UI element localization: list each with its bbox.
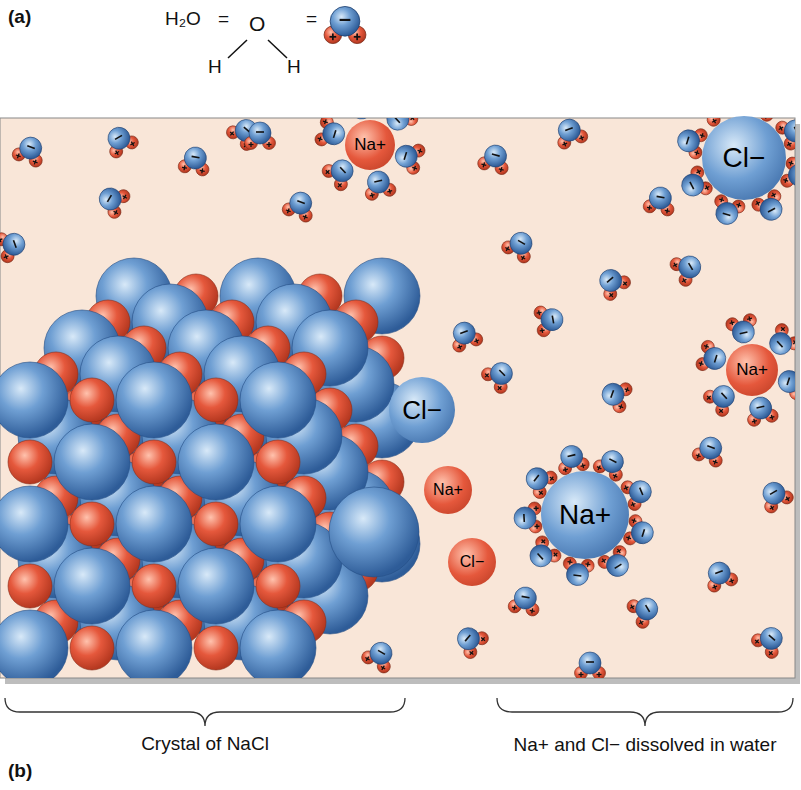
chloride-sphere xyxy=(178,548,254,624)
sodium-sphere xyxy=(132,564,176,608)
sodium-sphere xyxy=(8,440,52,484)
water-molecule xyxy=(551,118,590,151)
water-molecule xyxy=(743,394,779,428)
water-molecule xyxy=(450,620,491,661)
water-molecule xyxy=(668,248,707,289)
water-molecule xyxy=(749,620,790,661)
nacl-crystal xyxy=(0,258,420,678)
sodium-sphere xyxy=(194,502,238,546)
water-molecule xyxy=(479,355,520,396)
equals-sign: = xyxy=(306,8,317,30)
sodium-ion: Na+ xyxy=(424,466,472,514)
sodium-ion: Na+ xyxy=(726,344,778,396)
bond-line xyxy=(228,40,247,58)
sodium-sphere xyxy=(70,502,114,546)
chloride-sphere xyxy=(116,362,192,438)
ion-label: Cl− xyxy=(723,142,766,174)
water-molecule xyxy=(533,302,565,337)
chloride-sphere xyxy=(240,486,316,562)
sodium-ion: Cl− xyxy=(448,538,496,586)
water-molecule xyxy=(642,185,677,217)
water-molecule xyxy=(513,502,542,534)
sodium-sphere xyxy=(194,378,238,422)
water-molecule xyxy=(10,132,49,168)
chloride-sphere xyxy=(240,362,316,438)
sodium-sphere xyxy=(256,440,300,484)
chloride-sphere xyxy=(116,610,192,678)
water-panel xyxy=(0,118,795,678)
water-molecule xyxy=(177,145,212,177)
water-molecule xyxy=(625,590,664,631)
caption-label: Na+ and Cl− dissolved in water xyxy=(510,733,780,758)
label-letter: (b) xyxy=(8,760,32,782)
ion-label: Na+ xyxy=(736,360,768,380)
label-letter: (a) xyxy=(8,6,31,28)
sodium-sphere xyxy=(194,626,238,670)
ion-label: Cl− xyxy=(402,395,442,426)
water-molecule xyxy=(391,138,426,176)
atom-symbol: H xyxy=(287,56,301,78)
chloride-sphere xyxy=(54,548,130,624)
water-molecule xyxy=(507,585,542,617)
ion-label: Na+ xyxy=(354,135,386,155)
sodium-sphere xyxy=(8,564,52,608)
ion-label: Cl− xyxy=(460,553,484,571)
chloride-ion: Na+ xyxy=(541,471,629,559)
water-molecule xyxy=(561,556,595,587)
water-molecule xyxy=(690,432,729,468)
chloride-sphere xyxy=(178,424,254,500)
water-molecule xyxy=(280,187,319,223)
sodium-sphere xyxy=(70,378,114,422)
chloride-sphere xyxy=(329,487,419,577)
chloride-sphere xyxy=(116,486,192,562)
chloride-sphere xyxy=(0,486,68,562)
water-symbol xyxy=(324,6,366,43)
water-molecule xyxy=(93,180,132,221)
water-molecule xyxy=(245,122,276,150)
ion-label: Na+ xyxy=(433,481,463,499)
water-molecule xyxy=(446,317,485,353)
equals-sign: = xyxy=(218,8,229,30)
chloride-sphere xyxy=(0,362,68,438)
chloride-sphere xyxy=(240,610,316,678)
water-molecule xyxy=(499,226,540,265)
atom-symbol: H xyxy=(208,56,222,78)
ion-label: Na+ xyxy=(559,499,611,531)
sodium-sphere xyxy=(132,440,176,484)
chloride-sphere xyxy=(0,610,68,678)
water-molecule xyxy=(592,262,633,303)
water-molecule xyxy=(0,226,30,265)
water-molecule xyxy=(694,339,729,377)
formula: H₂O xyxy=(165,8,201,30)
water-molecule xyxy=(575,652,606,678)
water-molecules xyxy=(0,118,795,678)
sodium-sphere xyxy=(70,626,114,670)
water-molecule xyxy=(359,636,400,675)
caption-label: Crystal of NaCl xyxy=(141,733,269,755)
chloride-sphere xyxy=(54,424,130,500)
water-molecule xyxy=(361,168,397,202)
water-molecule xyxy=(755,476,795,515)
water-molecule xyxy=(701,557,740,593)
water-molecule xyxy=(725,312,761,346)
water-molecule xyxy=(313,118,348,152)
bracket xyxy=(5,698,405,726)
water-molecule xyxy=(476,141,513,176)
bond-line xyxy=(268,40,287,58)
chloride-ion: Cl− xyxy=(702,116,786,200)
bracket xyxy=(497,698,793,726)
chloride-ion: Cl− xyxy=(389,377,455,443)
water-molecule xyxy=(597,376,633,415)
sodium-ion: Na+ xyxy=(345,120,395,170)
atom-symbol: O xyxy=(249,12,265,36)
water-molecule xyxy=(100,121,141,160)
sodium-sphere xyxy=(256,564,300,608)
